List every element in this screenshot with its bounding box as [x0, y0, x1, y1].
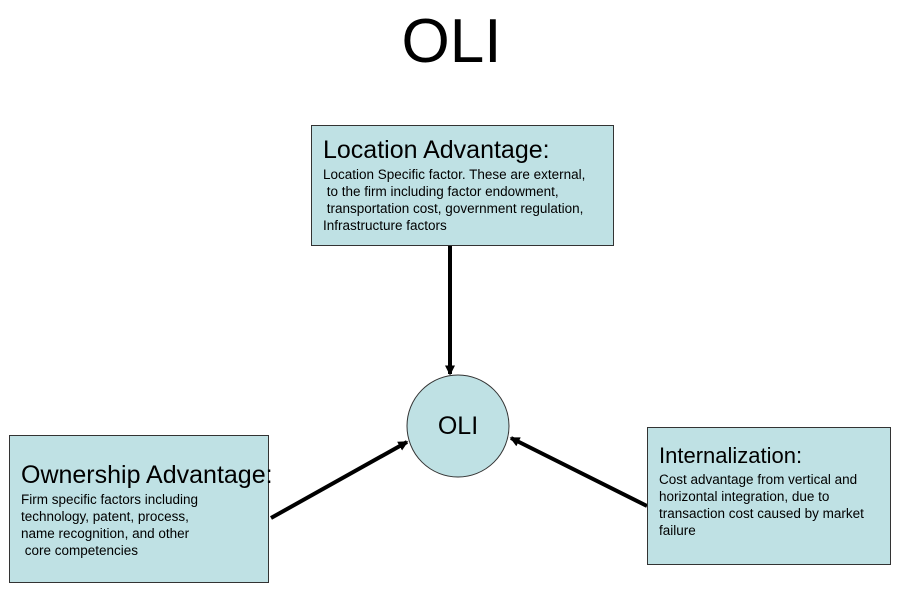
ownership-advantage-box: Ownership Advantage: Firm specific facto… [9, 435, 273, 583]
ownership-advantage-heading: Ownership Advantage: [21, 461, 273, 489]
oli-center-circle [406, 374, 510, 478]
ownership-to-oli-arrow [270, 440, 409, 520]
location-advantage-box: Location Advantage: Location Specific fa… [311, 125, 614, 246]
internalization-to-oli-arrow [509, 436, 648, 508]
internalization-box: Internalization: Cost advantage from ver… [647, 427, 891, 565]
internalization-description: Cost advantage from vertical and horizon… [659, 472, 864, 538]
location-advantage-heading: Location Advantage: [323, 136, 550, 164]
internalization-heading: Internalization: [659, 443, 803, 468]
location-advantage-description: Location Specific factor. These are exte… [323, 167, 586, 233]
oli-center-label: OLI [437, 412, 479, 440]
diagram-title: OLI [401, 7, 502, 76]
ownership-advantage-description: Firm specific factors including technolo… [21, 492, 199, 558]
